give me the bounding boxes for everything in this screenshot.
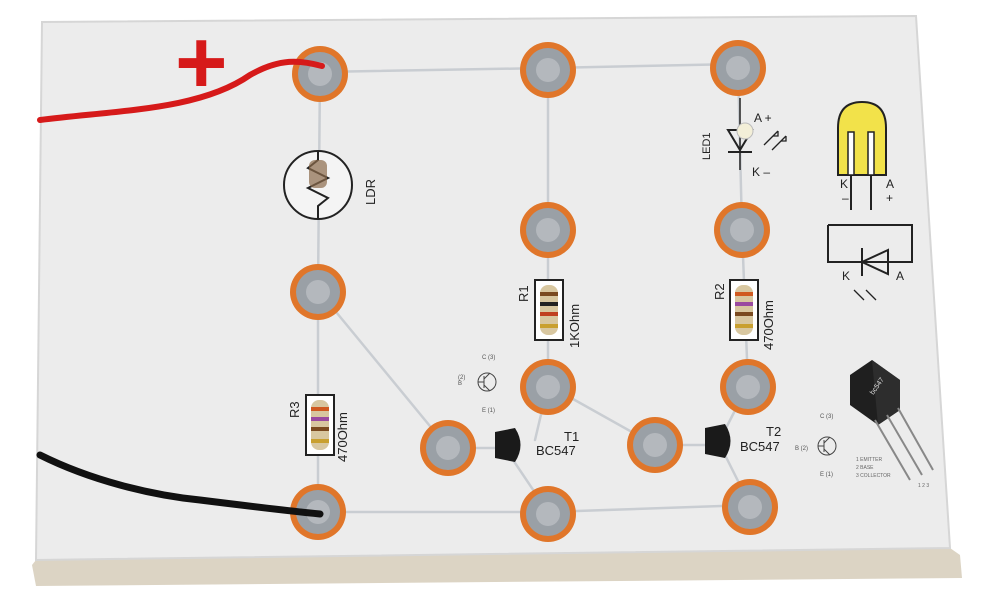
led-cathode-mark: K – [752,165,771,179]
board-surface [34,14,952,562]
pad [520,42,576,98]
led-diagram-icon [837,100,887,210]
plus-sign-icon: + [175,13,228,113]
pin-numbers: 1 2 3 [918,483,930,489]
pad [714,202,770,258]
legend-plus: + [886,191,894,205]
symbol-a: A [896,269,905,283]
legend-k: K [840,177,849,191]
pad [722,479,778,535]
transistor-package-icon [850,360,934,481]
diode-symbol-icon [827,224,913,301]
t2-label: T2 [766,424,782,439]
t2-symbol-emitter: E (1) [820,472,834,478]
t1-symbol-collector: C (3) [482,355,496,361]
t2-part: BC547 [740,439,780,454]
led-symbol-icon [726,98,787,170]
pin1-emitter: 1 EMITTER [856,457,883,463]
r1-label: R1 [516,285,531,302]
pad [520,359,576,415]
pad [520,486,576,542]
red-lead [37,58,325,123]
t1-symbol-base: (2) B [458,375,466,387]
ldr-label: LDR [363,178,378,205]
pad [720,359,776,415]
ldr-symbol-icon [283,150,353,220]
pad [520,202,576,258]
resistor-icon [729,279,759,341]
transistor-t2 [705,424,731,458]
transistor-symbol-icon [477,372,497,392]
black-lead [36,451,324,518]
t2-symbol-collector: C (3) [820,414,834,420]
r3-label: R3 [287,401,302,418]
transistor-t1 [495,428,521,462]
pin2-base: 2 BASE [856,465,874,471]
pad [710,40,766,96]
resistor-icon [305,394,335,456]
pin3-collector: 3 COLLECTOR [856,473,891,479]
t1-symbol-emitter: E (1) [482,408,496,414]
led-anode-mark: A + [754,111,772,125]
solder-pads [290,40,778,542]
legend-a: A [886,177,895,191]
legend-minus: – [842,191,849,205]
pad [292,46,348,102]
r3-value: 470Ohm [335,412,350,462]
pad [290,264,346,320]
r2-value: 470Ohm [761,300,776,350]
t1-part: BC547 [536,443,576,458]
r1-value: 1KOhm [567,303,582,348]
t2-symbol-base: B (2) [795,446,809,452]
symbol-k: K [842,269,851,283]
pad [420,420,476,476]
resistor-icon [534,279,564,341]
r2-label: R2 [712,283,727,300]
led1-label: LED1 [701,132,713,160]
transistor-symbol-icon [817,436,837,456]
t1-label: T1 [564,429,580,444]
pad [627,417,683,473]
